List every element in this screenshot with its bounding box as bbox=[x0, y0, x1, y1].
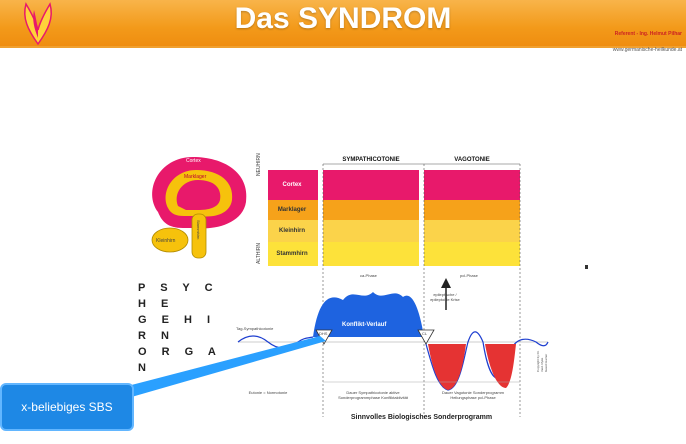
sbs-callout-label: x-beliebiges SBS bbox=[21, 400, 113, 414]
syndrom-diagram: SYMPATHICOTONIE VAGOTONIE NEUHIRN ALTHIR… bbox=[138, 152, 558, 432]
psyche-gehirn-organ: P S Y C H E G E H I R N O R G A N bbox=[138, 280, 228, 376]
level-marklager: Marklager bbox=[277, 207, 307, 213]
eutonie-text: Eutonie = Normotonie bbox=[248, 390, 288, 395]
krise-label: epileptische / epileptoide Krise bbox=[430, 292, 460, 302]
brain-icon bbox=[151, 157, 247, 259]
ca-phase-label: ca-Phase bbox=[360, 273, 377, 278]
organ-line: O R G A N bbox=[138, 346, 222, 374]
slide-title: Das SYNDROM bbox=[234, 2, 452, 35]
level-cortex: Cortex bbox=[282, 182, 302, 188]
level-stammhirn: Stammhirn bbox=[276, 251, 308, 257]
cl-label: CL bbox=[422, 331, 428, 336]
normotonie-label: Tag-Sympathicotonie bbox=[236, 326, 274, 331]
diagram-graphic bbox=[151, 157, 549, 417]
mouse-cursor-icon bbox=[585, 265, 588, 269]
vago-bottom-text: Dauer Vagotonie Sonderprogramm Heilungsp… bbox=[442, 390, 504, 400]
gehirn-line: G E H I R N bbox=[138, 314, 217, 342]
sbs-title: Sinnvolles Biologisches Sonderprogramm bbox=[350, 414, 493, 421]
sympath-bottom-text: Dauer Sympathicotonie aktive Sonderprogr… bbox=[338, 390, 408, 400]
slide-header: Das SYNDROM Referent - Ing. Helmut Pilha… bbox=[0, 0, 686, 48]
logo-icon bbox=[24, 2, 52, 46]
konflikt-label: Konflikt-Verlauf bbox=[342, 322, 387, 328]
pcl-phase-label: pcl-Phase bbox=[460, 273, 478, 278]
dhs-label: DHS bbox=[319, 331, 328, 336]
website-url: www.germanische-heilkunde.at bbox=[612, 47, 682, 53]
brain-label-kleinhirn: Kleinhirn bbox=[156, 238, 176, 244]
psyche-line: P S Y C H E bbox=[138, 282, 219, 310]
level-kleinhirn: Kleinhirn bbox=[278, 228, 305, 234]
referent-text: Referent - Ing. Helmut Pilhar bbox=[614, 31, 682, 37]
brain-label-cortex: Cortex bbox=[186, 158, 201, 164]
column-sympath: SYMPATHICOTONIE bbox=[342, 157, 400, 163]
brain-label-marklager: Marklager bbox=[184, 174, 207, 180]
column-vago: VAGOTONIE bbox=[454, 157, 490, 163]
sbs-callout: x-beliebiges SBS bbox=[0, 383, 134, 431]
